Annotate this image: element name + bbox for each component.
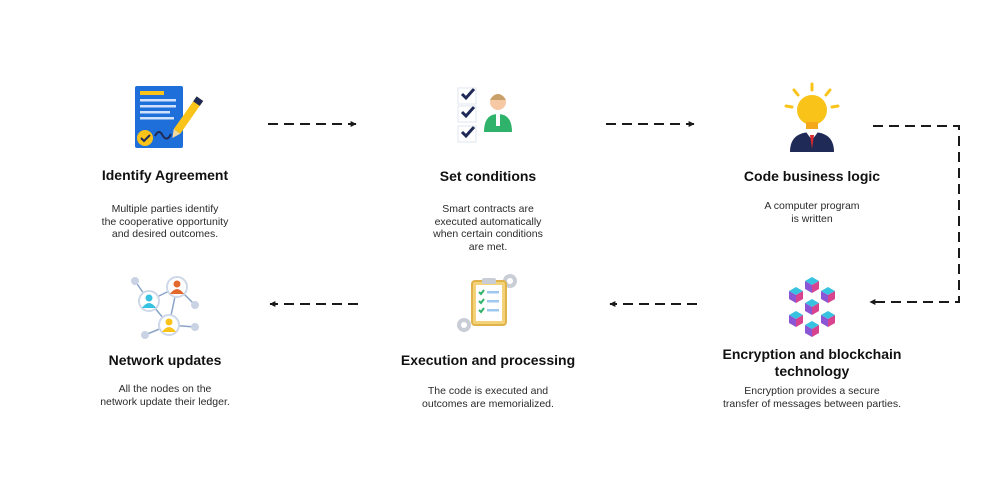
step-title: Network updates (108, 352, 222, 368)
step-description: Smart contracts are executed automatical… (433, 203, 543, 253)
step-title: Code business logic (743, 168, 881, 184)
step-description: All the nodes on the network update thei… (100, 383, 230, 408)
clipboard-gears-icon (457, 274, 517, 332)
contract-document-icon (135, 86, 204, 148)
step-title: Identify Agreement (101, 167, 229, 183)
network-nodes-icon (131, 276, 199, 339)
lightbulb-person-icon (784, 82, 840, 152)
step-description: A computer program is written (764, 200, 860, 225)
step-title: Encryption and blockchain technology (722, 346, 902, 379)
step-description: Multiple parties identify the cooperativ… (101, 203, 229, 240)
step-description: Encryption provides a secure transfer of… (722, 385, 901, 410)
step-title: Set conditions (439, 168, 537, 184)
blockchain-cubes-icon (789, 277, 835, 337)
step-title: Execution and processing (400, 352, 576, 368)
step-description: The code is executed and outcomes are me… (422, 385, 554, 410)
checklist-person-icon (457, 87, 512, 143)
